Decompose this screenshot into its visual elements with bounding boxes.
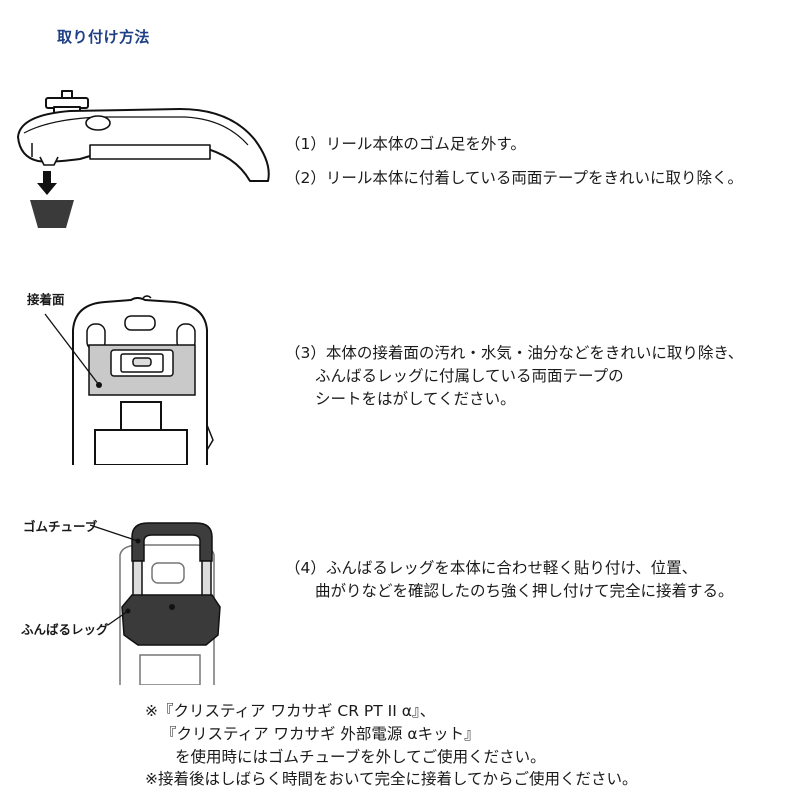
funbaru-leg-illustration: [89, 522, 221, 685]
rubber-tube-label: ゴムチューブ: [23, 519, 98, 534]
page-title: 取り付け方法: [57, 28, 151, 46]
usage-note: ※『クリスティア ワカサギ CR PT II α』、 『クリスティア ワカサギ …: [145, 702, 546, 766]
reel-side-illustration: [17, 90, 270, 228]
step-2-text: （2）リール本体に付着している両面テープをきれいに取り除く。: [285, 169, 743, 187]
adhesive-surface-label: 接着面: [27, 292, 65, 307]
reel-bottom-illustration: [44, 295, 214, 465]
step-3-text: （3）本体の接着面の汚れ・水気・油分などをきれいに取り除き、 ふんばるレッグに付…: [285, 344, 744, 408]
step-1-text: （1）リール本体のゴム足を外す。: [285, 135, 526, 153]
step-4-text: （4）ふんばるレッグを本体に合わせ軽く貼り付け、位置、 曲がりなどを確認したのち…: [285, 559, 734, 600]
funbaru-leg-label: ふんばるレッグ: [21, 622, 109, 637]
adhesion-note: ※接着後はしばらく時間をおいて完全に接着してからご使用ください。: [145, 770, 638, 788]
